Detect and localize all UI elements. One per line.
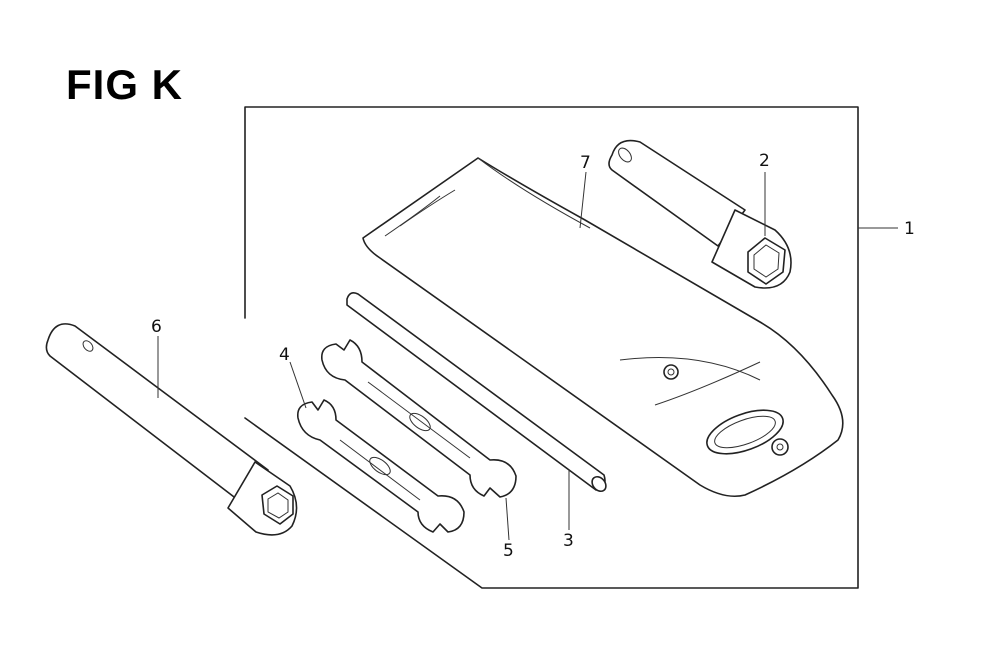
open-end-wrench-5 bbox=[320, 339, 517, 498]
leader-line-5 bbox=[505, 497, 510, 541]
pin-bar-3 bbox=[346, 292, 607, 493]
socket-wrench-2 bbox=[608, 139, 792, 289]
leader-line-7 bbox=[579, 171, 587, 229]
callout-7: 7 bbox=[580, 153, 591, 173]
leader-line-4 bbox=[289, 361, 307, 409]
callout-6: 6 bbox=[151, 317, 162, 337]
assembly-bracket bbox=[244, 106, 859, 589]
tool-bag bbox=[362, 157, 844, 498]
callout-4: 4 bbox=[279, 345, 290, 365]
callout-3: 3 bbox=[563, 531, 574, 551]
open-end-wrench-4 bbox=[296, 399, 465, 533]
callout-2: 2 bbox=[759, 151, 770, 171]
figure-title: FIG K bbox=[66, 61, 183, 108]
callout-1: 1 bbox=[904, 219, 915, 239]
callout-5: 5 bbox=[503, 541, 514, 561]
socket-wrench-6 bbox=[45, 323, 298, 536]
